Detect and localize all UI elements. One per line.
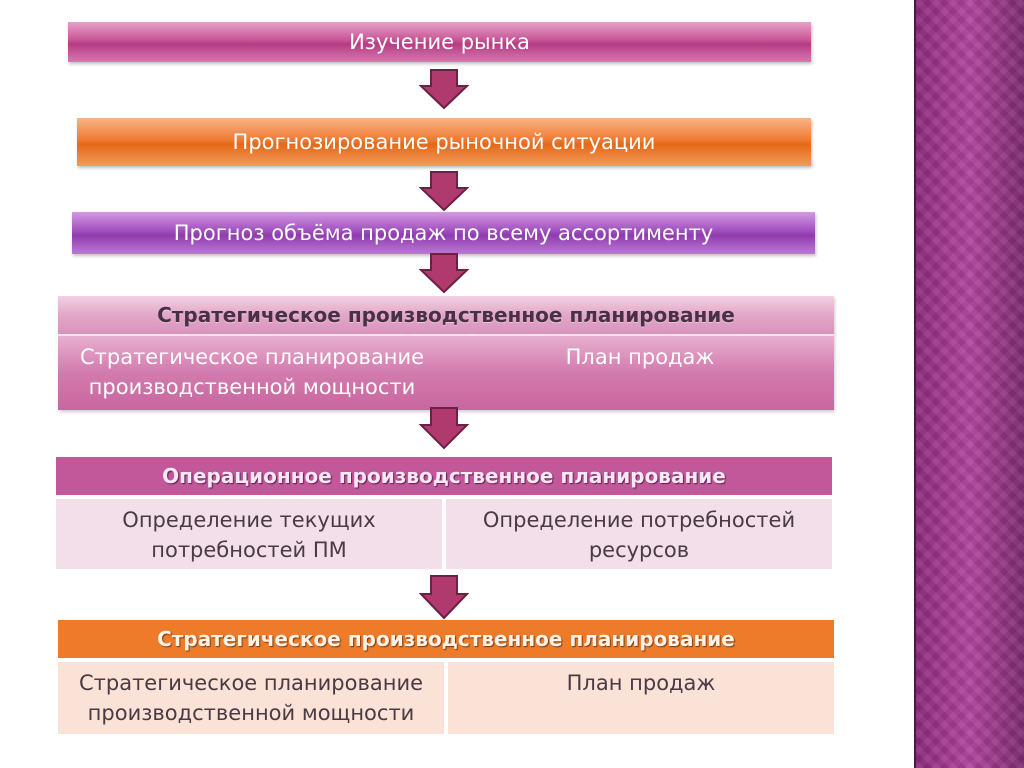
down-arrow-icon bbox=[419, 253, 469, 294]
table-header: Стратегическое производственное планиров… bbox=[58, 296, 834, 336]
step-sales-forecast-label: Прогноз объёма продаж по всему ассортиме… bbox=[173, 221, 714, 245]
step-market-forecast: Прогнозирование рыночной ситуации bbox=[77, 118, 811, 166]
step-market-research-label: Изучение рынка bbox=[349, 30, 530, 54]
table-header: Стратегическое производственное планиров… bbox=[58, 620, 834, 658]
strategic-planning-table: Стратегическое производственное планиров… bbox=[58, 296, 834, 410]
table-row: Стратегическое планирование производстве… bbox=[58, 336, 834, 410]
down-arrow-icon bbox=[419, 407, 469, 450]
table-cell-right: Определение потребностей ресурсов bbox=[446, 499, 832, 569]
step-market-forecast-label: Прогнозирование рыночной ситуации bbox=[232, 130, 656, 154]
table-row: Стратегическое планирование производстве… bbox=[58, 662, 834, 734]
strategic-planning-table-bottom: Стратегическое производственное планиров… bbox=[58, 620, 834, 734]
down-arrow-icon bbox=[419, 575, 469, 620]
cell-divider bbox=[442, 499, 446, 569]
table-cell-right: План продаж bbox=[448, 662, 834, 734]
table-cell-left: Стратегическое планирование производстве… bbox=[58, 662, 444, 734]
table-cell-left: Определение текущих потребностей ПМ bbox=[56, 499, 442, 569]
decorative-side-panel bbox=[914, 0, 1024, 768]
down-arrow-icon bbox=[419, 171, 469, 212]
operational-planning-table: Операционное производственное планирован… bbox=[56, 457, 832, 569]
step-market-research: Изучение рынка bbox=[68, 22, 811, 62]
table-cell-right: План продаж bbox=[565, 345, 715, 369]
cell-divider bbox=[444, 662, 448, 734]
table-cell-left: Стратегическое планирование производстве… bbox=[79, 345, 425, 399]
step-sales-forecast: Прогноз объёма продаж по всему ассортиме… bbox=[72, 212, 815, 254]
table-header: Операционное производственное планирован… bbox=[56, 457, 832, 495]
table-row: Определение текущих потребностей ПМ Опре… bbox=[56, 499, 832, 569]
down-arrow-icon bbox=[419, 69, 469, 110]
